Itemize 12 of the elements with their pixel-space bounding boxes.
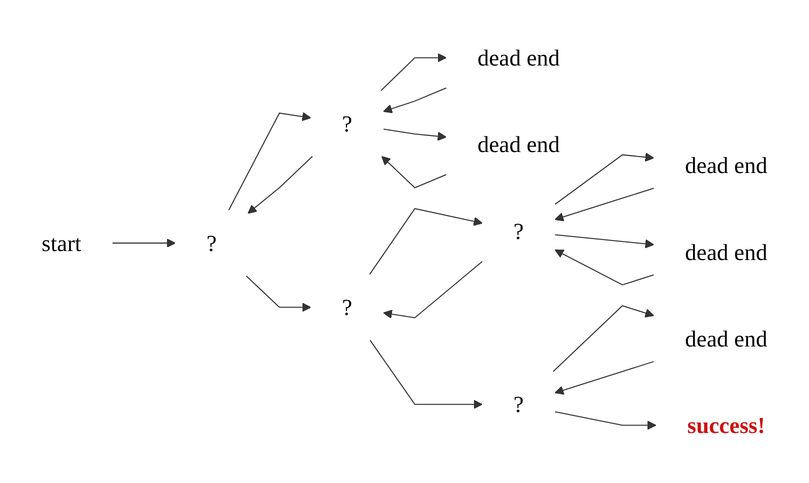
node-label: ? bbox=[514, 391, 524, 418]
node-label: success! bbox=[687, 412, 766, 438]
node-label: dead end bbox=[685, 152, 768, 178]
node-label: dead end bbox=[685, 238, 768, 265]
node-label: dead end bbox=[478, 44, 560, 71]
node-label: ? bbox=[342, 294, 352, 320]
node-label: dead end bbox=[685, 326, 768, 352]
node-label: start bbox=[42, 230, 82, 256]
node-label: ? bbox=[206, 230, 217, 256]
node-label: dead end bbox=[478, 131, 560, 158]
node-label: ? bbox=[342, 110, 352, 137]
node-label: ? bbox=[514, 218, 524, 244]
